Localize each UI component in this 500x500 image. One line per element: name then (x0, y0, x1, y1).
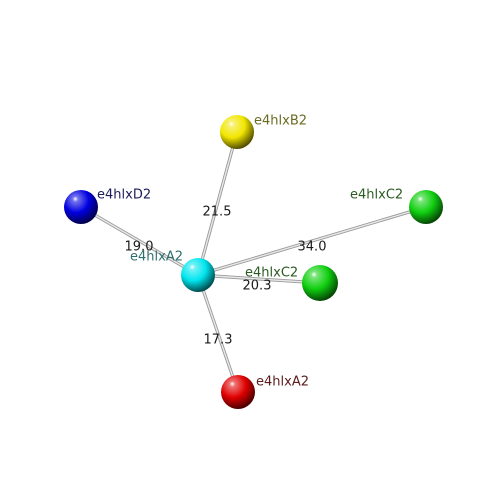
center-node-sphere[interactable] (181, 258, 215, 292)
edge-highlight-d2 (80, 206, 199, 276)
edge-labels: 21.5 19.0 34.0 20.3 17.3 (125, 205, 327, 348)
edge-highlight-c2-far (197, 206, 427, 276)
edge-distance-label-c2-far: 34.0 (298, 240, 327, 255)
edge-distance-label-c2-near: 20.3 (243, 279, 272, 294)
node-sphere-a2[interactable] (221, 375, 255, 409)
node-labels: e4hlxB2 e4hlxD2 e4hlxC2 e4hlxC2 e4hlxA2 e4hlx… (97, 114, 403, 390)
node-label-c2-near: e4hlxC2 (245, 266, 298, 281)
node-sphere-c2-far[interactable] (409, 190, 443, 224)
center-node-label: e4hlxA2 (130, 250, 183, 265)
edge-highlight-c2-near (197, 274, 321, 284)
node-label-b2: e4hlxB2 (254, 114, 307, 129)
nodes (64, 115, 443, 409)
edge-highlight-b2 (197, 131, 238, 276)
node-label-d2: e4hlxD2 (97, 188, 151, 203)
node-sphere-d2[interactable] (64, 190, 98, 224)
edges (79, 130, 428, 394)
edge-highlight-a2 (197, 274, 239, 393)
edge-distance-label-d2: 19.0 (125, 240, 154, 255)
node-sphere-b2[interactable] (220, 115, 254, 149)
edge-distance-label-b2: 21.5 (203, 205, 232, 220)
node-label-c2-far: e4hlxC2 (350, 188, 403, 203)
edge-distance-label-a2: 17.3 (204, 333, 233, 348)
node-label-a2: e4hlxA2 (256, 375, 309, 390)
node-sphere-c2-near[interactable] (302, 265, 338, 301)
